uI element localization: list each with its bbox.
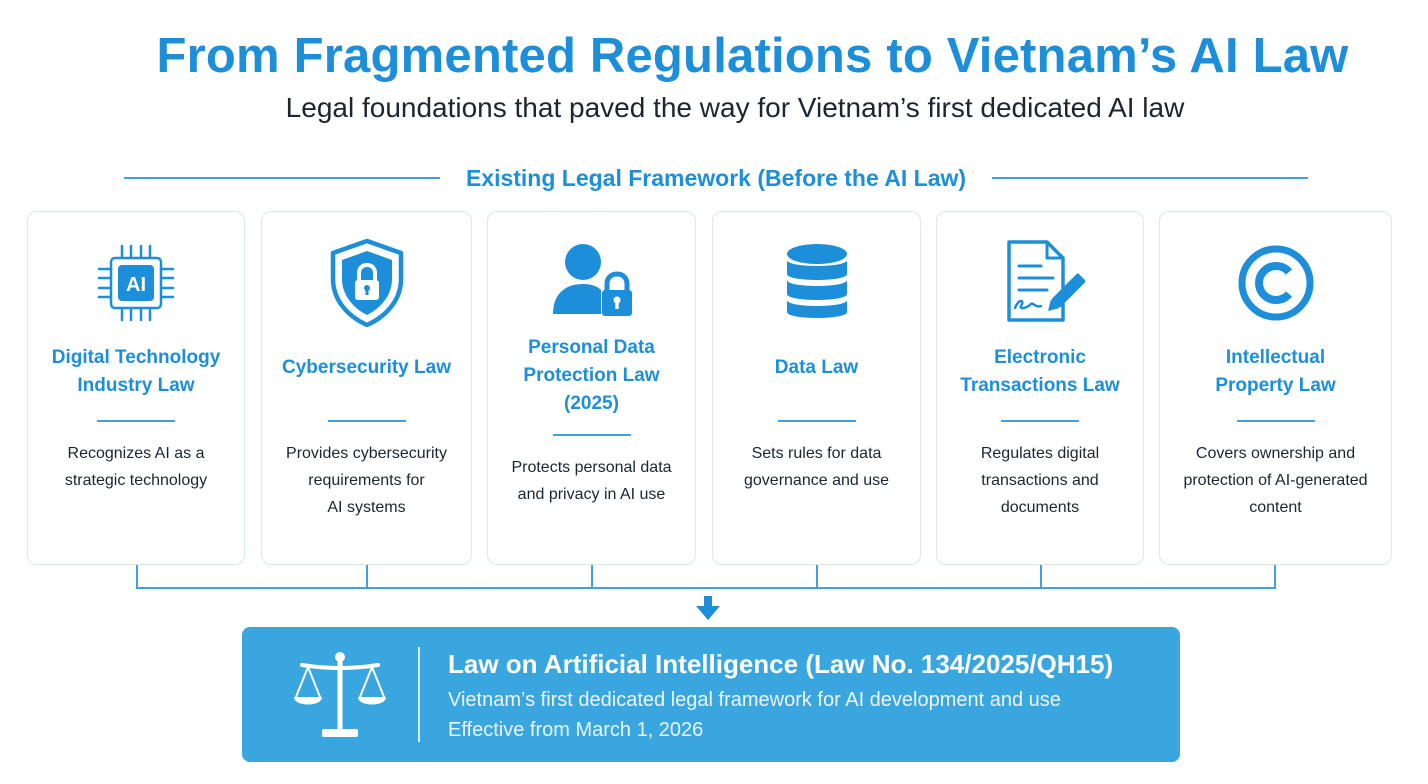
arrow-down-icon (694, 594, 722, 622)
card-divider (1001, 420, 1079, 422)
svg-text:AI: AI (126, 274, 146, 296)
card-divider (777, 420, 856, 422)
card-divider (552, 434, 631, 436)
database-icon (769, 238, 865, 328)
connector-bus (136, 587, 1276, 589)
ai-law-banner: Law on Artificial Intelligence (Law No. … (242, 627, 1180, 762)
user-lock-icon (544, 238, 640, 328)
card-title: Data Law (774, 357, 859, 378)
copyright-icon (1228, 238, 1324, 328)
shield-lock-icon (319, 238, 415, 328)
connector-line (1274, 565, 1276, 588)
connector-line (816, 565, 818, 588)
connector-line (591, 565, 593, 588)
ai-chip-icon: AI (88, 238, 184, 328)
section-divider-left (124, 177, 440, 179)
section-heading: Existing Legal Framework (Before the AI … (465, 164, 967, 191)
card-title: Cybersecurity Law (282, 357, 451, 378)
card-divider (327, 420, 406, 422)
connector-line (136, 565, 138, 588)
banner-effective-date: Effective from March 1, 2026 (448, 719, 704, 741)
document-signature-icon (992, 238, 1088, 328)
connector-line (1040, 565, 1042, 588)
card-divider (97, 420, 175, 422)
page-title: From Fragmented Regulations to Vietnam’s… (156, 29, 1349, 83)
banner-divider (418, 647, 420, 742)
card-divider (1236, 420, 1315, 422)
connector-line (366, 565, 368, 588)
section-header: Existing Legal Framework (Before the AI … (124, 160, 1309, 196)
scales-of-justice-icon (290, 645, 390, 745)
page-subtitle: Legal foundations that paved the way for… (285, 92, 1185, 123)
section-divider-right (992, 177, 1309, 179)
law-card-cybersecurity: Cybersecurity Law Provides cybersecurity… (261, 211, 472, 565)
banner-description: Vietnam’s first dedicated legal framewor… (448, 689, 1061, 711)
banner-title: Law on Artificial Intelligence (Law No. … (448, 649, 1114, 679)
